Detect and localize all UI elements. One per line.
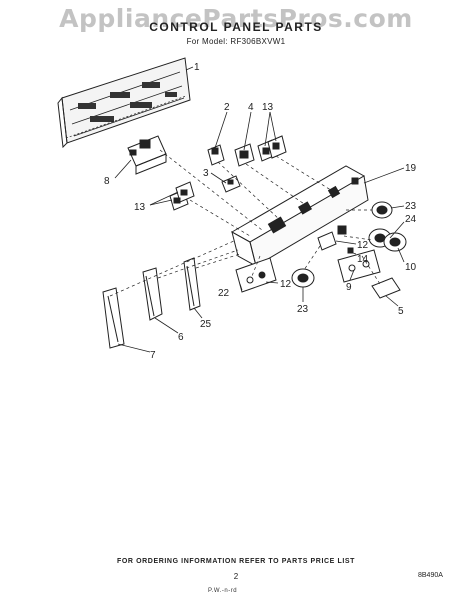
part-13-upper-switch <box>257 135 287 162</box>
callout-4: 4 <box>248 102 254 113</box>
callout-19: 19 <box>405 163 417 174</box>
part-7-endcap <box>102 287 125 349</box>
figure-code: 8B490A <box>418 572 443 579</box>
callout-labels: 1 2 4 13 3 8 13 19 23 24 10 12 14 9 22 1… <box>104 62 417 361</box>
part-1-panel-plate <box>57 57 191 149</box>
callout-leaders <box>114 66 405 353</box>
part-5-timer <box>371 277 401 299</box>
callout-1: 1 <box>194 62 200 73</box>
callout-5: 5 <box>398 306 404 317</box>
publication-code: P.W.-n-rd <box>208 588 238 594</box>
callout-14: 14 <box>357 254 369 265</box>
callout-12-right: 12 <box>357 240 369 251</box>
callout-12-bottom: 12 <box>280 279 292 290</box>
model-line: For Model: RF306BXVW1 <box>186 37 286 46</box>
part-25-bracket <box>183 257 201 311</box>
callout-22: 22 <box>218 288 230 299</box>
part-23-knob-upper <box>371 201 393 219</box>
part-12-knob-small <box>337 225 354 254</box>
part-9-plate <box>337 249 381 283</box>
page-number: 2 <box>233 572 239 581</box>
callout-24: 24 <box>405 214 417 225</box>
part-8-switch <box>127 135 167 175</box>
callout-8: 8 <box>104 176 110 187</box>
callout-25: 25 <box>200 319 212 330</box>
watermark-logo: AppliancePartsPros.com <box>59 4 413 33</box>
callout-9: 9 <box>346 282 352 293</box>
part-3-clip <box>221 175 241 193</box>
part-13-lower-switch <box>169 181 195 211</box>
assembly-guides <box>109 149 381 297</box>
callout-23-lower: 23 <box>297 304 309 315</box>
callout-10: 10 <box>405 262 417 273</box>
callout-6: 6 <box>178 332 184 343</box>
callout-7: 7 <box>150 350 156 361</box>
part-10-knob <box>383 232 407 252</box>
part-19-control-panel <box>230 165 369 267</box>
ordering-note: FOR ORDERING INFORMATION REFER TO PARTS … <box>116 558 356 565</box>
part-4-switch <box>234 143 255 167</box>
callout-2: 2 <box>224 102 230 113</box>
part-6-bracket <box>142 267 163 321</box>
callout-13-upper: 13 <box>262 102 274 113</box>
part-22-bracket <box>235 257 277 293</box>
callout-3: 3 <box>203 168 209 179</box>
callout-23-upper: 23 <box>405 201 417 212</box>
diagram-title: CONTROL PANEL PARTS <box>149 20 323 34</box>
callout-13-lower: 13 <box>134 202 146 213</box>
part-23-knob-lower <box>291 268 315 288</box>
part-2-switch <box>207 144 225 166</box>
part-14-bracket <box>317 231 337 251</box>
